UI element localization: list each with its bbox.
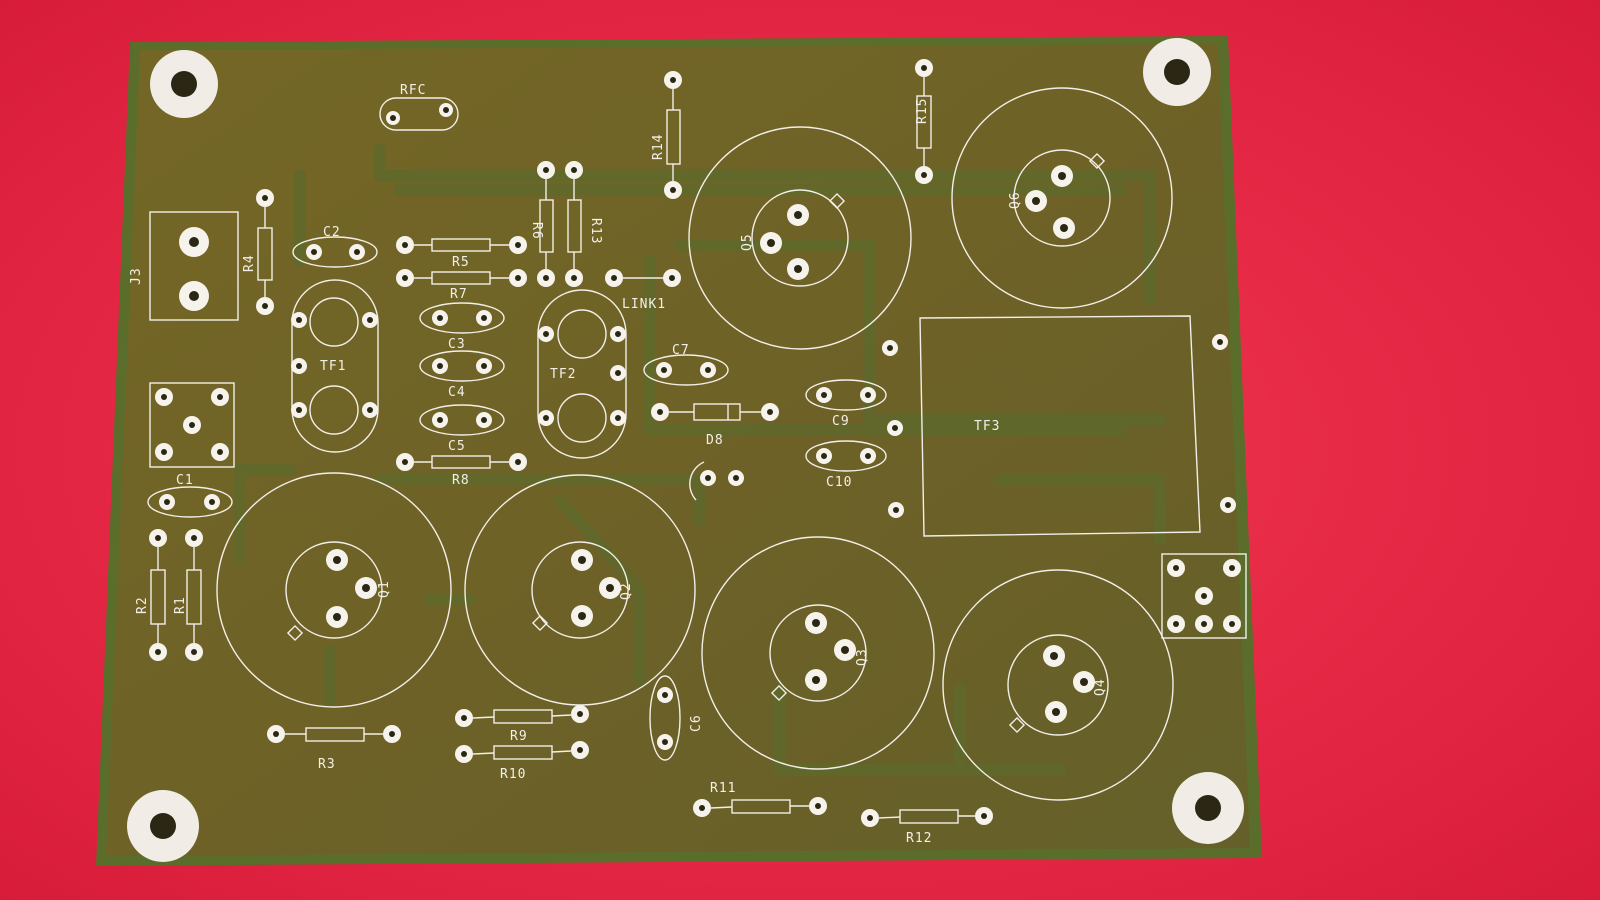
c5-footprint: C5 [419,404,505,454]
r12-label: R12 [906,831,932,846]
r13-label: R13 [588,218,603,244]
r4-footprint: R4 [242,189,274,315]
d8-footprint: D8 [651,403,779,501]
c4-footprint: C4 [419,350,505,400]
r15-footprint: R15 [915,59,933,184]
r10-footprint: R10 [455,741,589,782]
q3-footprint: Q3 [701,536,935,770]
c1-label: C1 [176,473,194,488]
c5-label: C5 [448,439,466,454]
r6-label: R6 [529,222,544,240]
c7-footprint: C7 [643,343,729,386]
q1-footprint: Q1 [216,472,452,708]
r1-label: R1 [173,596,188,614]
r10-label: R10 [500,767,526,782]
link1-label: LINK1 [622,297,666,312]
c3-label: C3 [448,337,466,352]
r11-label: R11 [710,781,736,796]
r8-footprint: R8 [396,453,527,488]
tf1-footprint: TF1 [291,279,379,453]
r2-label: R2 [135,596,150,614]
q6-footprint: Q6 [951,87,1173,309]
c2-footprint: C2 [292,225,378,268]
c3-footprint: C3 [419,302,505,352]
r3-label: R3 [318,757,336,772]
c7-label: C7 [672,343,690,358]
r6-footprint: R6 [529,161,555,287]
r7-label: R7 [450,287,468,302]
q3-label: Q3 [855,648,870,666]
c2-label: C2 [323,225,341,240]
q6-label: Q6 [1008,191,1023,209]
c6-footprint: C6 [649,675,704,761]
c1-block-footprint [149,382,235,468]
q5-label: Q5 [740,233,755,251]
q2-label: Q2 [619,582,634,600]
tf1-label: TF1 [320,359,346,374]
r5-label: R5 [452,255,470,270]
tf2-label: TF2 [550,367,576,382]
r11-footprint: R11 [693,781,827,817]
r4-label: R4 [242,254,257,272]
d8-label: D8 [706,433,724,448]
r14-label: R14 [651,134,666,160]
rfc-footprint: RFC [379,83,459,131]
r15-label: R15 [915,98,930,124]
rfc-label: RFC [400,83,426,98]
mounting-holes [127,38,1244,862]
j3-label: J3 [129,267,144,285]
tf3-label: TF3 [974,419,1000,434]
c6-label: C6 [689,714,704,732]
r9-footprint: R9 [455,705,589,744]
r1-footprint: R1 [173,529,203,661]
q1-label: Q1 [377,580,392,598]
c9-label: C9 [832,414,850,429]
r9-label: R9 [510,729,528,744]
r14-footprint: R14 [651,71,682,199]
c4-label: C4 [448,385,466,400]
c10-footprint: C10 [805,440,887,490]
link1-footprint: LINK1 [605,269,681,312]
r7-footprint: R7 [396,269,527,302]
r12-footprint: R12 [861,807,993,846]
q4-label: Q4 [1093,678,1108,696]
c9-footprint: C9 [805,379,887,429]
tf2-footprint: TF2 [537,289,627,459]
q4-footprint: Q4 [942,569,1174,801]
r2-footprint: R2 [135,529,167,661]
tf3-footprint: TF3 [882,315,1236,537]
copper-traces [234,144,1166,776]
c1-footprint: C1 [147,473,233,518]
q5-footprint: Q5 [688,126,912,350]
j3-footprint: J3 [129,211,239,321]
r5-footprint: R5 [396,236,527,270]
r8-label: R8 [452,473,470,488]
r13-footprint: R13 [565,161,603,287]
output-block-footprint [1161,553,1247,639]
c10-label: C10 [826,475,852,490]
r3-footprint: R3 [267,725,401,772]
